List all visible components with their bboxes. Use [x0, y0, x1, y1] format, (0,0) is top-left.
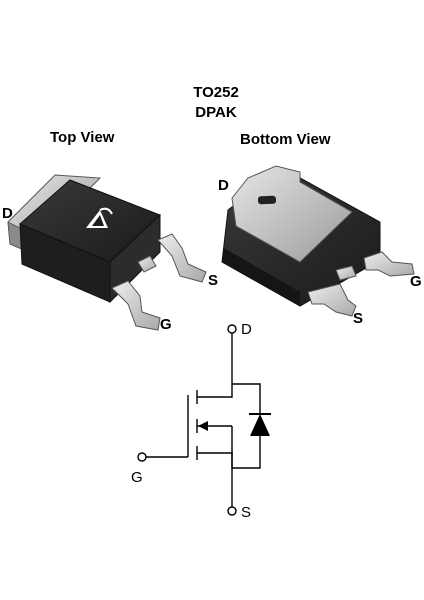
bottom-view-gate-lead: [363, 251, 415, 277]
top-view-gate-lead: [111, 280, 161, 331]
bottom-view-source-label: S: [353, 310, 364, 327]
package-name: TO252: [193, 84, 239, 101]
bottom-view-tab-slot: [257, 195, 277, 205]
top-view-gate-label: G: [160, 316, 172, 333]
schematic-source-label: S: [241, 504, 251, 521]
body-diode-icon: [250, 414, 270, 436]
manufacturer-logo-icon: [86, 207, 113, 228]
top-view-package: [7, 174, 207, 331]
top-view-center-stub: [137, 255, 157, 273]
source-terminal: [227, 506, 237, 516]
bottom-view-center-stub: [335, 265, 357, 281]
bottom-view-package: [221, 165, 415, 317]
bottom-view-label: Bottom View: [240, 131, 331, 148]
top-view-source-label: S: [208, 272, 219, 289]
bottom-view-tab: [231, 165, 353, 263]
top-view-drain-label: D: [2, 205, 13, 222]
body-arrow-icon: [198, 421, 208, 431]
gate-terminal: [137, 452, 147, 462]
drain-terminal: [227, 324, 237, 334]
top-view-source-lead: [157, 233, 207, 283]
mosfet-schematic: [137, 324, 271, 516]
bottom-view-drain-label: D: [218, 177, 229, 194]
bottom-view-source-lead: [307, 283, 357, 317]
bottom-view-gate-label: G: [410, 273, 422, 290]
top-view-label: Top View: [50, 129, 115, 146]
schematic-gate-label: G: [131, 469, 143, 486]
package-alias: DPAK: [195, 104, 237, 121]
schematic-drain-label: D: [241, 321, 252, 338]
